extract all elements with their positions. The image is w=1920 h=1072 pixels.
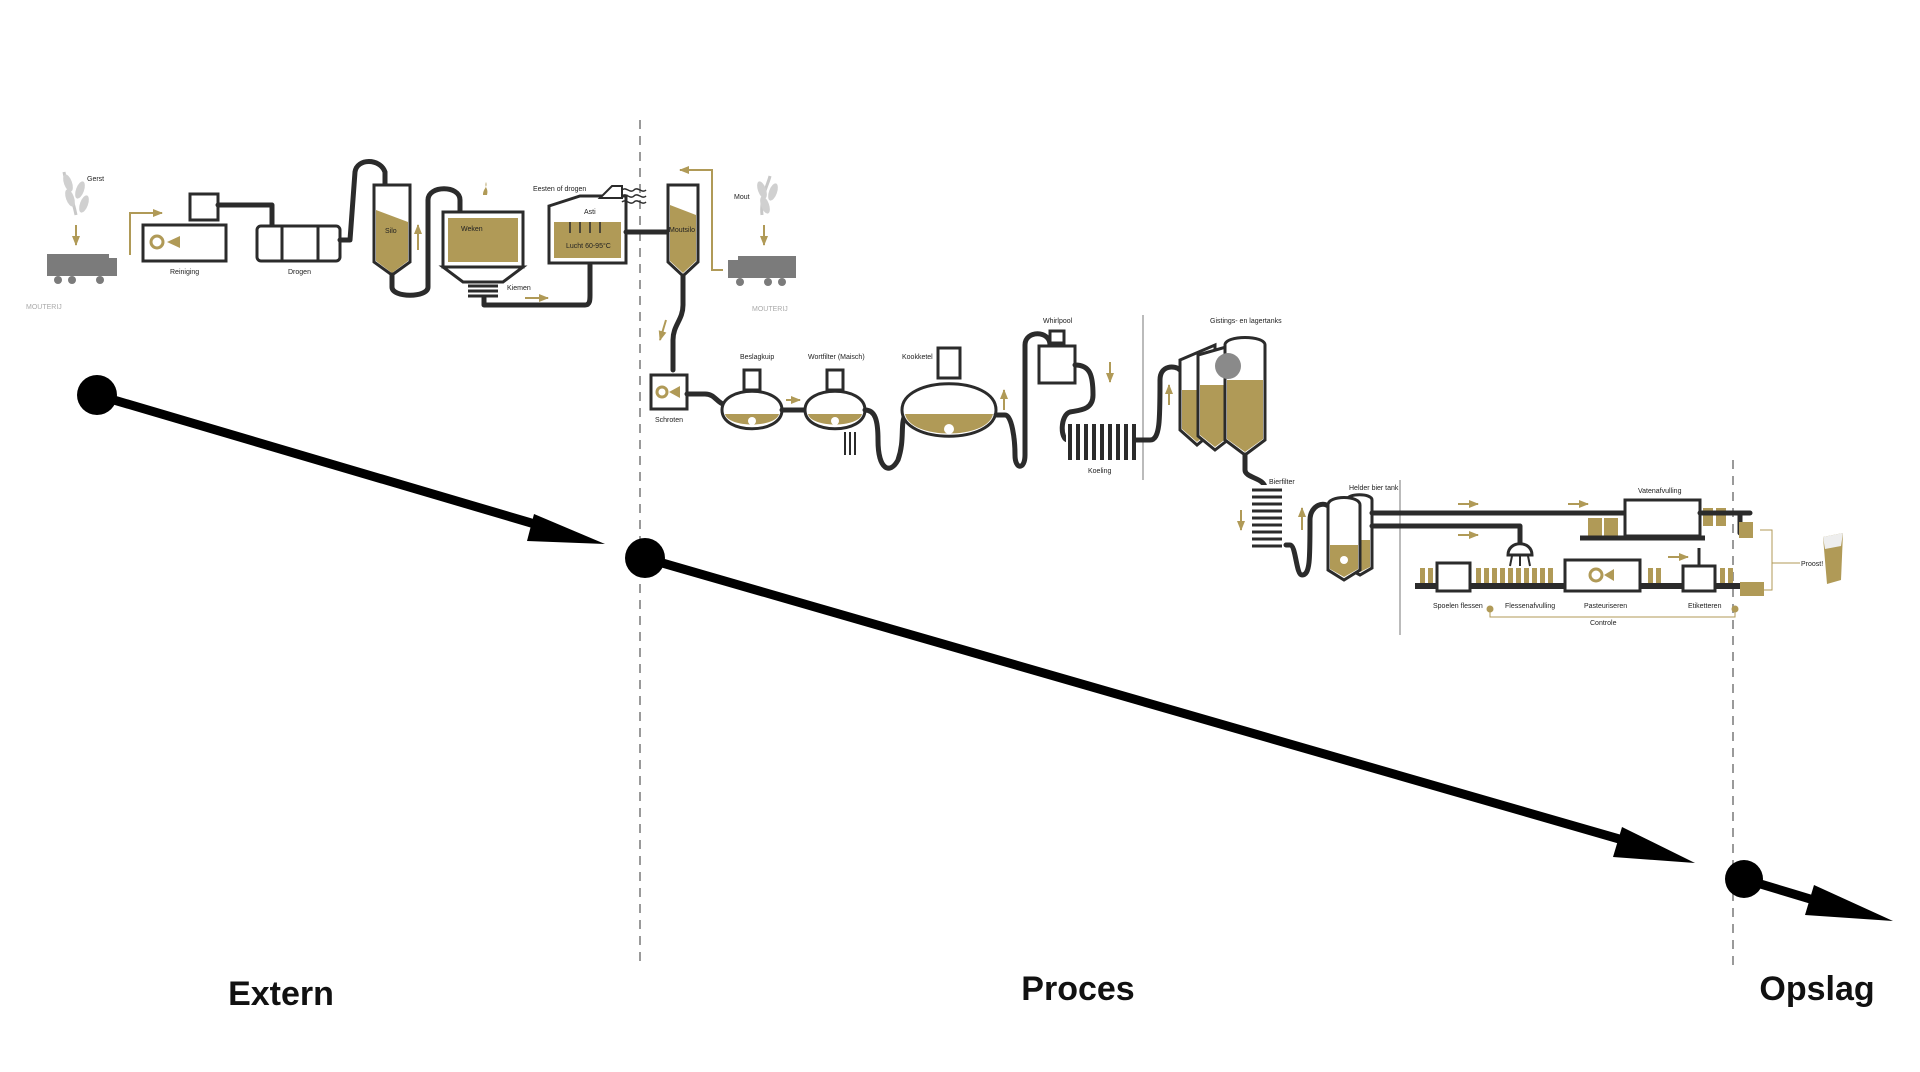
label-flessenafvulling: Flessenafvulling xyxy=(1505,603,1555,610)
label-koeling: Koeling xyxy=(1088,468,1111,475)
label-beslagkuip: Beslagkuip xyxy=(740,354,774,361)
label-mouterij-right: MOUTERIJ xyxy=(752,306,788,313)
label-whirlpool: Whirlpool xyxy=(1043,318,1073,325)
pipe-mill-mash xyxy=(684,391,728,408)
truck-left-icon xyxy=(47,254,117,284)
label-moutsilo: Moutsilo xyxy=(669,227,695,234)
label-asti: Asti xyxy=(584,209,596,216)
label-weken: Weken xyxy=(461,226,483,233)
keg-filler xyxy=(1588,498,1726,538)
bright-beer-tank xyxy=(1326,493,1374,582)
silo-barley xyxy=(372,183,412,277)
mash-tun xyxy=(720,368,784,431)
pipe-filter-bright-tank xyxy=(1283,501,1333,578)
pipe-drying-silo xyxy=(337,159,388,243)
moutsilo-tank xyxy=(666,183,700,279)
pipe-whirlpool-cooler xyxy=(1059,362,1096,443)
label-reiniging: Reiniging xyxy=(170,269,199,276)
storage-crates xyxy=(1739,522,1800,596)
pipe-fermenters-filter xyxy=(1242,452,1268,491)
label-controle: Controle xyxy=(1590,620,1617,627)
pasteurizer xyxy=(1563,558,1642,593)
bottle-rinser xyxy=(1435,561,1472,593)
label-helder-bier-tank: Helder bier tank xyxy=(1349,485,1399,492)
whirlpool xyxy=(1037,329,1077,385)
label-spoelen: Spoelen flessen xyxy=(1433,603,1483,610)
label-silo: Silo xyxy=(385,228,397,235)
barley-icon xyxy=(62,171,89,216)
label-vatenafvulling: Vatenafvulling xyxy=(1638,488,1682,495)
label-wortfilter: Wortfilter (Maisch) xyxy=(808,354,865,361)
label-mouterij-left: MOUTERIJ xyxy=(26,304,62,311)
beer-filter xyxy=(1248,485,1286,551)
truck-right-icon xyxy=(728,256,796,286)
fermentation-tanks xyxy=(1178,336,1267,457)
pipe-cooler-fermenters xyxy=(1133,364,1183,443)
pipe-cleaning-drying xyxy=(215,202,275,229)
bottle-row-icons xyxy=(1420,568,1733,583)
label-kiemen: Kiemen xyxy=(507,285,531,292)
label-bierfilter: Bierfilter xyxy=(1269,479,1295,486)
label-gerst: Gerst xyxy=(87,176,104,183)
timeline-arrow-extern xyxy=(77,375,605,544)
label-eesten: Eesten of drogen xyxy=(533,186,586,193)
pipe-kiemen-kiln xyxy=(481,262,593,308)
drying-drum xyxy=(255,224,342,263)
control-line xyxy=(1486,605,1739,618)
kiln xyxy=(547,185,647,265)
timeline-arrow-opslag xyxy=(1725,860,1893,921)
boil-kettle xyxy=(900,346,998,438)
cooler xyxy=(1066,424,1136,460)
lauter-tun xyxy=(803,368,867,455)
bottle-filler xyxy=(1506,542,1534,567)
pipe-silo-steeping xyxy=(389,186,463,298)
arrow-down-schroten xyxy=(658,319,667,341)
malt-icon xyxy=(757,175,778,216)
label-pinguin: Proost! xyxy=(1801,561,1823,568)
labeler xyxy=(1681,548,1717,593)
section-label-extern: Extern xyxy=(228,975,334,1013)
hot-air-arrows xyxy=(569,222,601,233)
label-lucht: Lucht 60-95°C xyxy=(566,242,611,250)
pipe-kettle-whirlpool xyxy=(993,331,1053,469)
label-gisting: Gistings- en lagertanks xyxy=(1210,318,1282,325)
label-mout: Mout xyxy=(734,194,750,201)
pipe-bottle-line xyxy=(1369,523,1523,548)
feed-line-moutsilo xyxy=(679,166,723,271)
cleaning-machine xyxy=(141,192,228,263)
timeline-arrow-proces xyxy=(625,538,1695,863)
label-pasteuriseren: Pasteuriseren xyxy=(1584,603,1627,610)
steeping-tank xyxy=(438,182,528,298)
pipe-moutsilo-schroten xyxy=(670,273,686,373)
label-etiketteren: Etiketteren xyxy=(1688,603,1722,610)
glass-icon xyxy=(1823,533,1843,584)
section-label-proces: Proces xyxy=(1021,970,1135,1008)
pipe-lauter-kettle xyxy=(862,407,908,471)
label-kookketel: Kookketel xyxy=(902,354,933,361)
section-label-opslag: Opslag xyxy=(1759,970,1875,1008)
label-drogen: Drogen xyxy=(288,269,311,276)
feed-line-cleaning xyxy=(129,209,163,255)
mill xyxy=(649,373,689,411)
label-schroten: Schroten xyxy=(655,417,683,424)
